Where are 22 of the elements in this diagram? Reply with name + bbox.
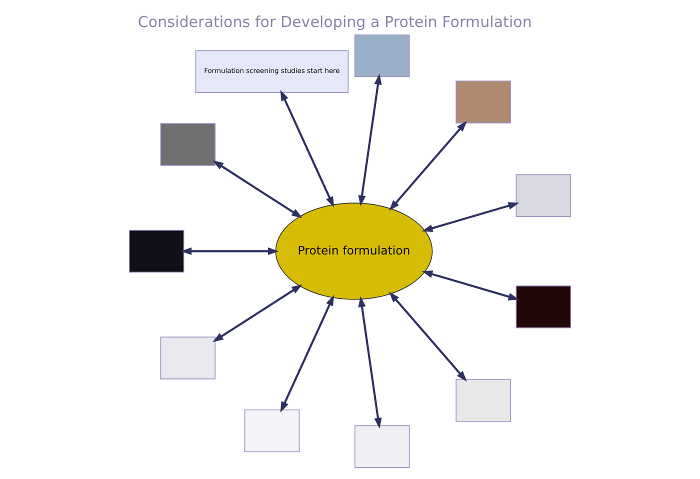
node-box	[516, 174, 572, 217]
arrow	[180, 247, 279, 256]
diagram-title: Considerations for Developing a Protein Formulation	[138, 12, 532, 31]
arrow	[422, 270, 520, 300]
node-box	[354, 34, 410, 78]
arrow	[280, 90, 334, 208]
arrow	[388, 120, 467, 211]
node-box	[354, 425, 410, 468]
arrow	[212, 284, 302, 342]
arrow	[358, 296, 382, 429]
node-box	[128, 230, 184, 273]
arrow	[358, 74, 382, 206]
node-box	[160, 123, 216, 166]
node-box	[244, 409, 300, 452]
arrow	[280, 294, 334, 413]
node-box	[456, 379, 511, 422]
node-box	[516, 286, 572, 328]
arrow	[212, 160, 302, 218]
node-box	[456, 80, 511, 124]
node-box	[160, 336, 216, 380]
arrow	[388, 292, 467, 382]
arrow	[422, 202, 520, 232]
